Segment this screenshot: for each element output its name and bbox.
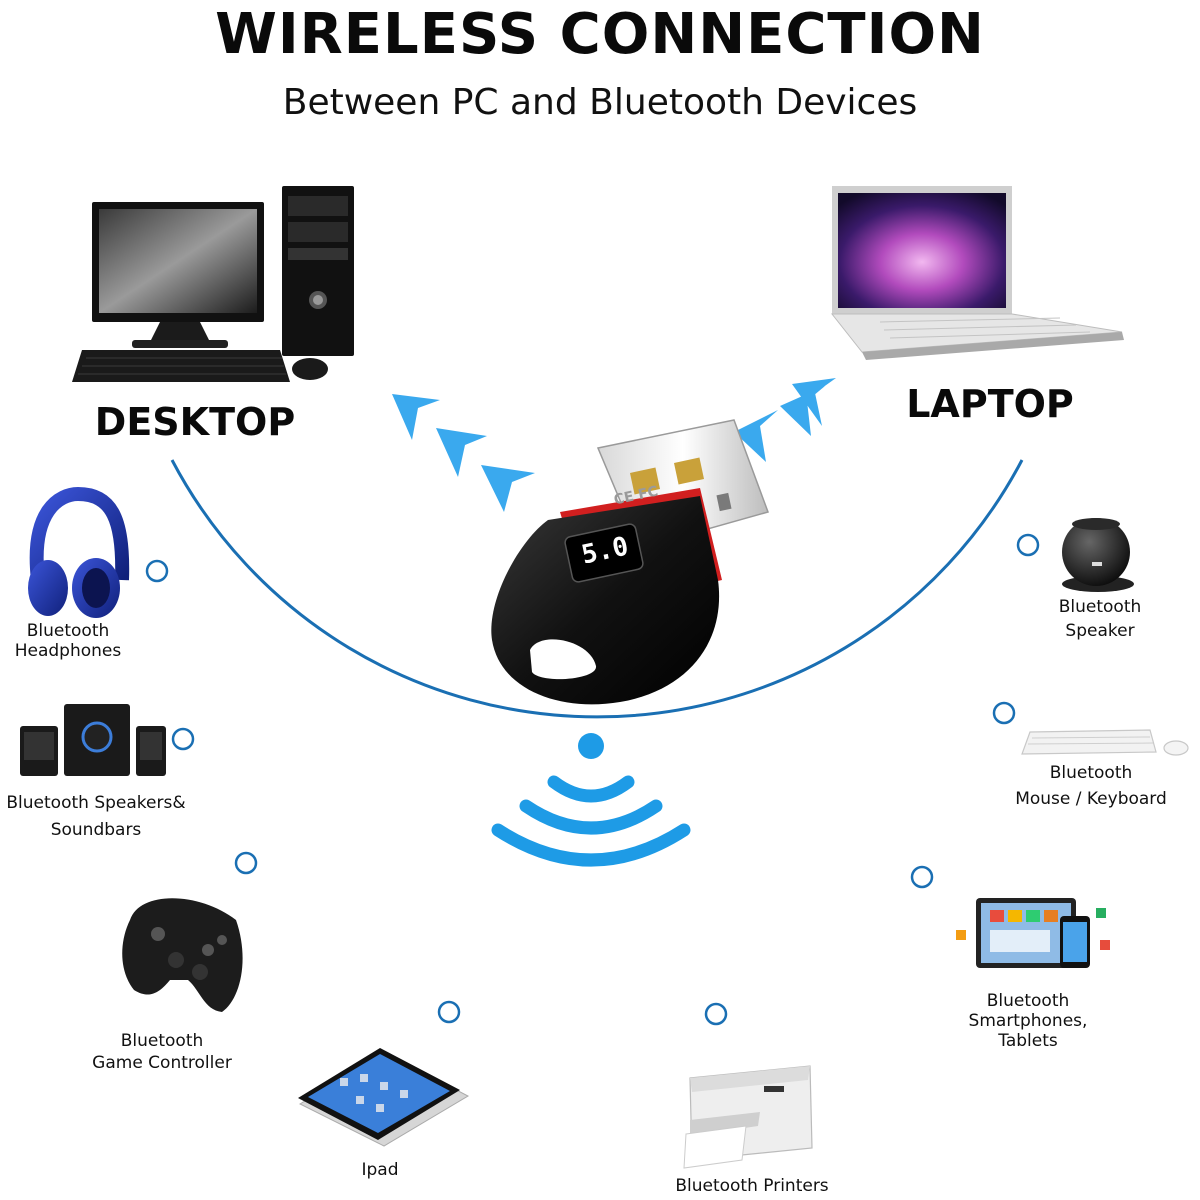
game-controller-image <box>122 898 243 1012</box>
speakers-soundbars-image <box>20 704 166 776</box>
node-controller <box>234 851 258 875</box>
node-speaker <box>1016 533 1040 557</box>
arrow-right-3 <box>792 378 836 426</box>
headphones-label: Bluetooth Headphones <box>14 621 122 661</box>
ipad-label: Ipad <box>361 1160 399 1180</box>
arrow-right-1 <box>734 410 778 462</box>
printer-image <box>683 1065 813 1169</box>
page-subtitle: Between PC and Bluetooth Devices <box>282 82 918 123</box>
node-printers <box>704 1002 728 1026</box>
laptop-image <box>830 186 1124 360</box>
node-headphones <box>145 559 169 583</box>
mouse-keyboard-label: Bluetooth Mouse / Keyboard <box>1015 763 1167 809</box>
node-tablets <box>910 865 934 889</box>
arrow-right-2 <box>780 386 825 436</box>
arrow-left-2 <box>436 428 487 477</box>
keyboard-mouse-image <box>1021 729 1189 756</box>
usb-adapter-image <box>491 419 769 705</box>
arrow-left-1 <box>392 394 440 440</box>
node-ipad <box>437 1000 461 1024</box>
node-mouse <box>992 701 1016 725</box>
wifi-waves-icon <box>491 733 691 867</box>
arc-nodes <box>145 533 1040 1026</box>
node-speakers <box>171 727 195 751</box>
smartphones-tablets-image <box>956 898 1110 968</box>
desktop-label: DESKTOP <box>94 400 296 444</box>
laptop-label: LAPTOP <box>906 382 1074 426</box>
page-title: WIRELESS CONNECTION <box>215 2 985 67</box>
ipad-image <box>298 1048 470 1147</box>
bluetooth-speaker-label: Bluetooth Speaker <box>1058 597 1142 641</box>
bluetooth-speaker-image <box>1062 518 1134 592</box>
signal-arrows <box>392 378 836 512</box>
printers-label: Bluetooth Printers <box>675 1176 829 1196</box>
desktop-computer-image <box>72 186 354 382</box>
connection-arc <box>170 459 1024 719</box>
game-controller-label: Bluetooth Game Controller <box>92 1031 232 1073</box>
smartphones-tablets-label: Bluetooth Smartphones, Tablets <box>968 991 1088 1051</box>
speakers-soundbars-label: Bluetooth Speakers& Soundbars <box>6 793 186 840</box>
headphones-image <box>28 486 130 618</box>
arrow-left-3 <box>481 465 535 512</box>
